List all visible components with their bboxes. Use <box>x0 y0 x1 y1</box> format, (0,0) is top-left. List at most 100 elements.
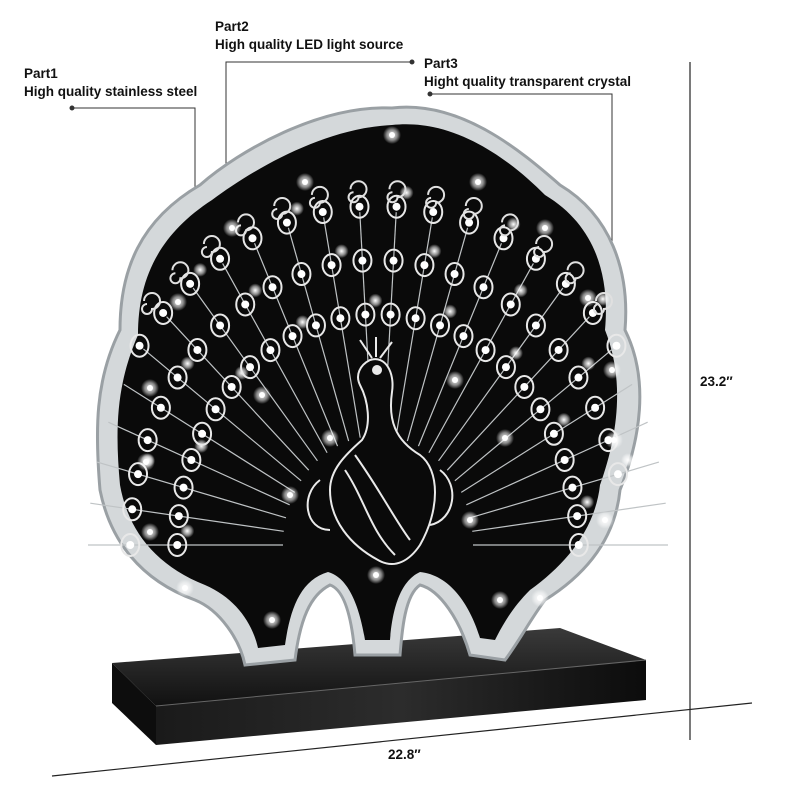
led-light-core <box>475 179 481 185</box>
led-light-core <box>373 572 379 578</box>
led-sparkle <box>289 201 304 216</box>
feather-eye <box>568 365 589 390</box>
feather-eye-center <box>134 470 143 479</box>
feather-eye <box>235 292 256 317</box>
feather-swirl <box>593 291 613 315</box>
leader-line-part2 <box>225 61 412 172</box>
feather-eye <box>168 504 189 529</box>
feather-eye-center <box>282 218 291 227</box>
feather-eye <box>355 302 376 327</box>
feather-eye-center <box>297 270 306 279</box>
feather-eye <box>305 313 326 338</box>
feather-eye-center <box>355 202 364 211</box>
feather-eye-center <box>327 261 336 270</box>
callout-part3: Part3 Hight quality transparent crystal <box>424 55 631 91</box>
led-light-core <box>452 377 458 383</box>
feather-eye-center <box>211 405 220 414</box>
feather-eye <box>312 200 333 225</box>
feather-eye <box>386 194 407 219</box>
feather-eye <box>282 324 303 349</box>
feather-eye-center <box>613 470 622 479</box>
feather-swirl <box>308 185 329 209</box>
feather-eye-center <box>174 512 183 521</box>
led-light-core <box>147 385 153 391</box>
feather-swirl <box>200 235 221 258</box>
feather-eye <box>321 253 342 278</box>
feather-eye-center <box>481 346 490 355</box>
feather-eye-center <box>554 345 563 354</box>
feather-eye <box>585 395 606 420</box>
feather-eye <box>606 333 627 358</box>
led-sparkle <box>443 304 458 319</box>
feather-eye <box>137 428 158 453</box>
led-light-core <box>542 225 548 231</box>
feather-eye-center <box>186 279 195 288</box>
feather-eye-center <box>216 321 225 330</box>
feather-eye-center <box>420 261 429 270</box>
feather-eye <box>291 262 312 287</box>
feather-eye <box>414 253 435 278</box>
feather-eye <box>568 533 589 557</box>
led-light-core <box>182 585 188 591</box>
feather-eye-center <box>520 382 529 391</box>
leader-dot-part2 <box>409 59 415 65</box>
feather-swirl <box>462 196 483 220</box>
feather-eye-center <box>179 483 188 492</box>
feather-eye-center <box>126 541 135 549</box>
feather-swirl <box>141 291 161 315</box>
feather-eye <box>525 313 546 338</box>
feather-eye-center <box>216 254 225 263</box>
led-sparkle <box>508 346 523 361</box>
feather-eye <box>181 448 202 473</box>
feather-eye <box>444 262 465 287</box>
feather-eye-center <box>187 456 196 465</box>
feather-eye <box>567 504 588 529</box>
led-light-core <box>229 225 235 231</box>
feather-eye <box>173 475 194 500</box>
feather-eye-center <box>574 541 583 549</box>
feather-swirl <box>347 180 368 204</box>
feather-eye <box>495 355 516 380</box>
feather-eye-center <box>128 505 137 514</box>
feather-eye <box>129 333 150 358</box>
feather-eye-center <box>246 363 255 372</box>
feather-eye <box>543 421 564 446</box>
feather-eye-center <box>143 436 152 445</box>
feather-eye-center <box>591 403 600 412</box>
led-light-core <box>259 392 265 398</box>
led-light-core <box>302 179 308 185</box>
feather-eye <box>555 271 576 296</box>
callout-part3-title: Part3 <box>424 56 458 71</box>
led-sparkle <box>556 412 571 427</box>
feather-swirl <box>499 213 519 237</box>
feather-eye-center <box>436 321 445 330</box>
leader-line-part3 <box>430 93 613 245</box>
feather-eye-center <box>268 283 277 292</box>
leader-dot-part1 <box>69 105 75 111</box>
feather-eye-center <box>241 300 250 309</box>
led-sparkle <box>399 185 414 200</box>
led-light-core <box>147 529 153 535</box>
dimension-lines <box>51 62 753 777</box>
feather-swirl <box>564 261 585 285</box>
led-light-core <box>143 459 149 465</box>
feather-eye <box>473 275 494 300</box>
led-light-core <box>327 435 333 441</box>
feather-eye <box>349 194 370 219</box>
led-light-core <box>609 367 615 373</box>
feather-eye-center <box>549 429 558 438</box>
peacock-body <box>306 337 454 565</box>
led-light-core <box>585 295 591 301</box>
led-sparkle <box>427 244 442 259</box>
feather-eye-center <box>560 456 569 465</box>
feather-eye <box>405 306 426 331</box>
feather-eye <box>180 271 201 296</box>
led-light-core <box>602 517 608 523</box>
feather-eye <box>210 313 231 338</box>
feather-eye <box>548 337 569 362</box>
feather-eye-center <box>506 300 515 309</box>
leader-line-part1 <box>72 107 196 215</box>
led-sparkle <box>581 356 596 371</box>
height-dimension-label: 23.2″ <box>700 374 733 389</box>
feather-eye <box>530 397 551 422</box>
